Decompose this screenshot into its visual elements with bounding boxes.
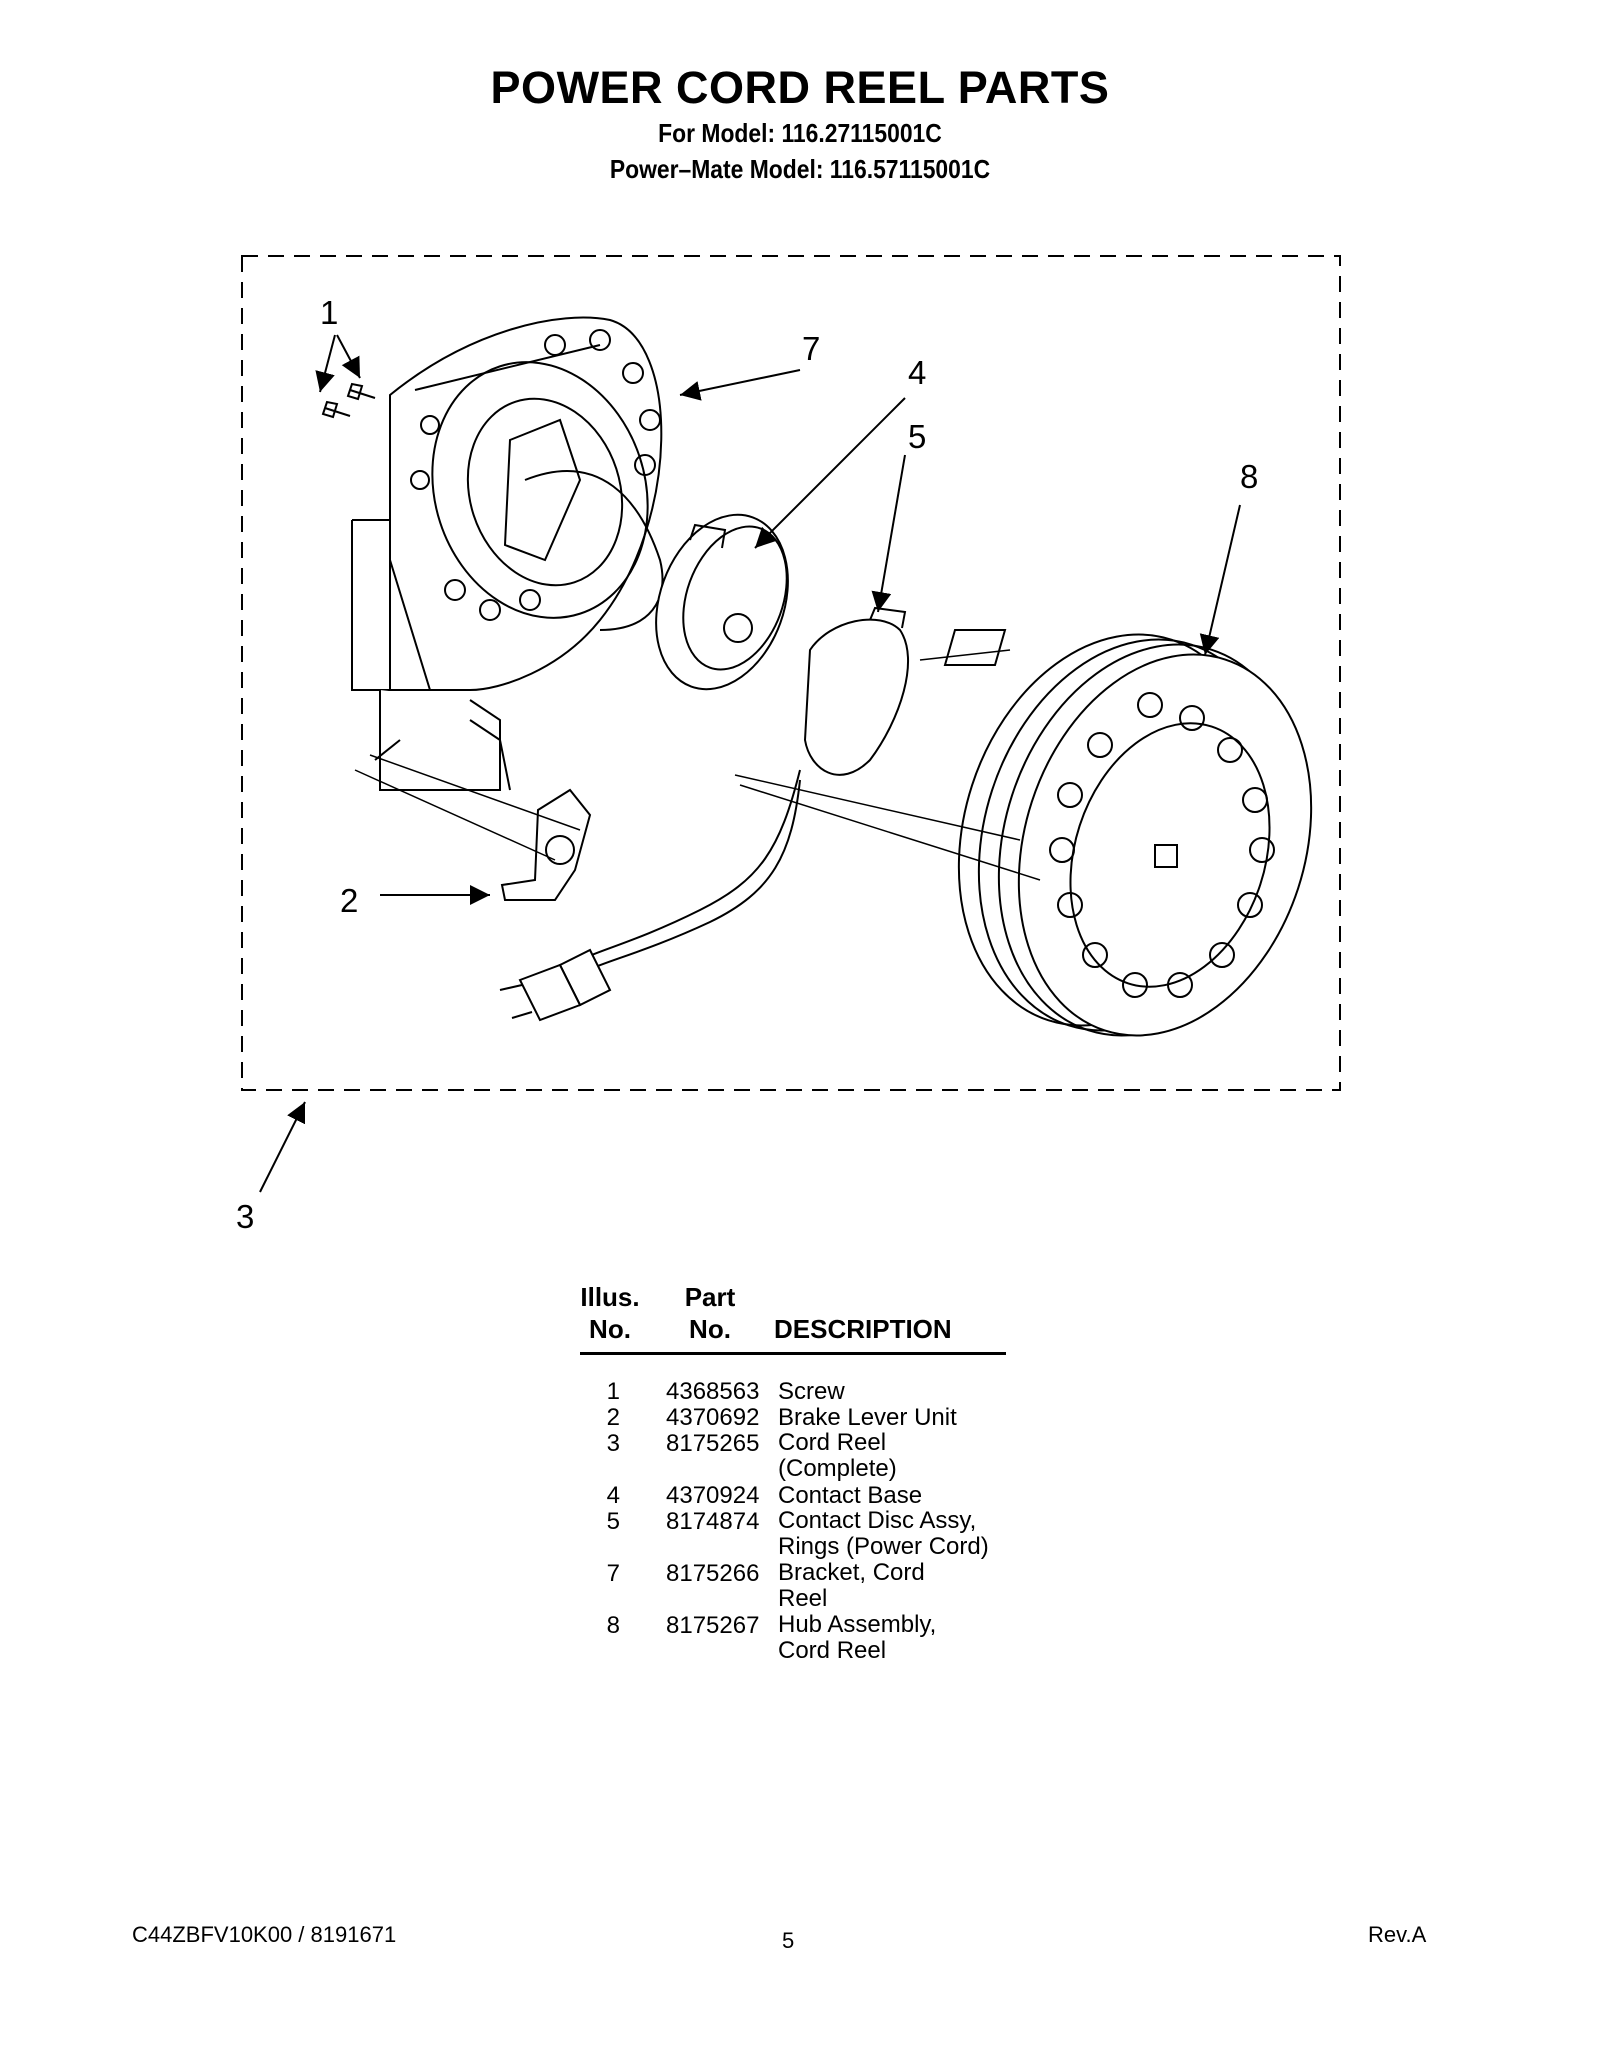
callout-5: 5: [908, 418, 927, 455]
illus-number: 8: [606, 1612, 620, 1639]
callout-4: 4: [908, 354, 927, 391]
callout-8: 8: [1240, 458, 1259, 495]
part-number: 4370924: [666, 1482, 760, 1509]
part-description: Brake Lever Unit: [778, 1404, 957, 1431]
contact-disc-assy: [499, 606, 1007, 1022]
part-number: 4368563: [666, 1378, 760, 1405]
assembly-boundary: [241, 255, 1341, 1091]
illus-number: 2: [606, 1404, 620, 1431]
header-rule: [580, 1352, 1006, 1355]
illus-number: 3: [606, 1430, 620, 1457]
callout-7: 7: [802, 330, 821, 367]
brake-lever-unit: [500, 788, 592, 901]
illus-number: 7: [606, 1560, 620, 1587]
page-number: 5: [782, 1928, 795, 1953]
contact-base: [655, 513, 789, 691]
callout-2: 2: [340, 882, 359, 919]
part-description: Cord Reel (Complete): [778, 1429, 897, 1482]
part-number: 8174874: [666, 1508, 760, 1535]
part-description: Hub Assembly, Cord Reel: [778, 1611, 937, 1664]
part-number: 4370692: [666, 1404, 760, 1431]
bracket-cord-reel: [351, 316, 664, 791]
header-illus-top: Illus.: [580, 1282, 640, 1312]
callout-3: 3: [236, 1198, 255, 1235]
exploded-parts-diagram: [241, 255, 1341, 1193]
part-description: Bracket, Cord Reel: [778, 1559, 925, 1612]
illus-number: 4: [606, 1482, 620, 1509]
callout-1: 1: [320, 294, 339, 331]
illus-number: 5: [606, 1508, 620, 1535]
hub-assembly-cord-reel: [957, 633, 1313, 1037]
alignment-lines: [354, 649, 1041, 881]
part-description: Screw: [778, 1378, 845, 1405]
part-description: Contact Base: [778, 1482, 923, 1509]
header-description: DESCRIPTION: [774, 1314, 952, 1344]
model-number-line: For Model: 116.27115001C: [658, 118, 942, 148]
part-number: 8175266: [666, 1560, 760, 1587]
part-number: 8175267: [666, 1612, 760, 1639]
part-description: Contact Disc Assy, Rings (Power Cord): [778, 1507, 989, 1560]
document-number: C44ZBFV10K00 / 8191671: [132, 1922, 397, 1947]
illus-number: 1: [606, 1378, 620, 1405]
callout-leaders: [259, 334, 1241, 1193]
screws: [321, 382, 376, 419]
power-mate-model-line: Power–Mate Model: 116.57115001C: [609, 154, 991, 184]
revision-label: Rev.A: [1368, 1922, 1427, 1947]
header-part-bottom: No.: [689, 1314, 731, 1344]
header-part-top: Part: [684, 1282, 736, 1312]
part-number: 8175265: [666, 1430, 760, 1457]
page-title: POWER CORD REEL PARTS: [490, 62, 1110, 113]
header-illus-bottom: No.: [589, 1314, 631, 1344]
